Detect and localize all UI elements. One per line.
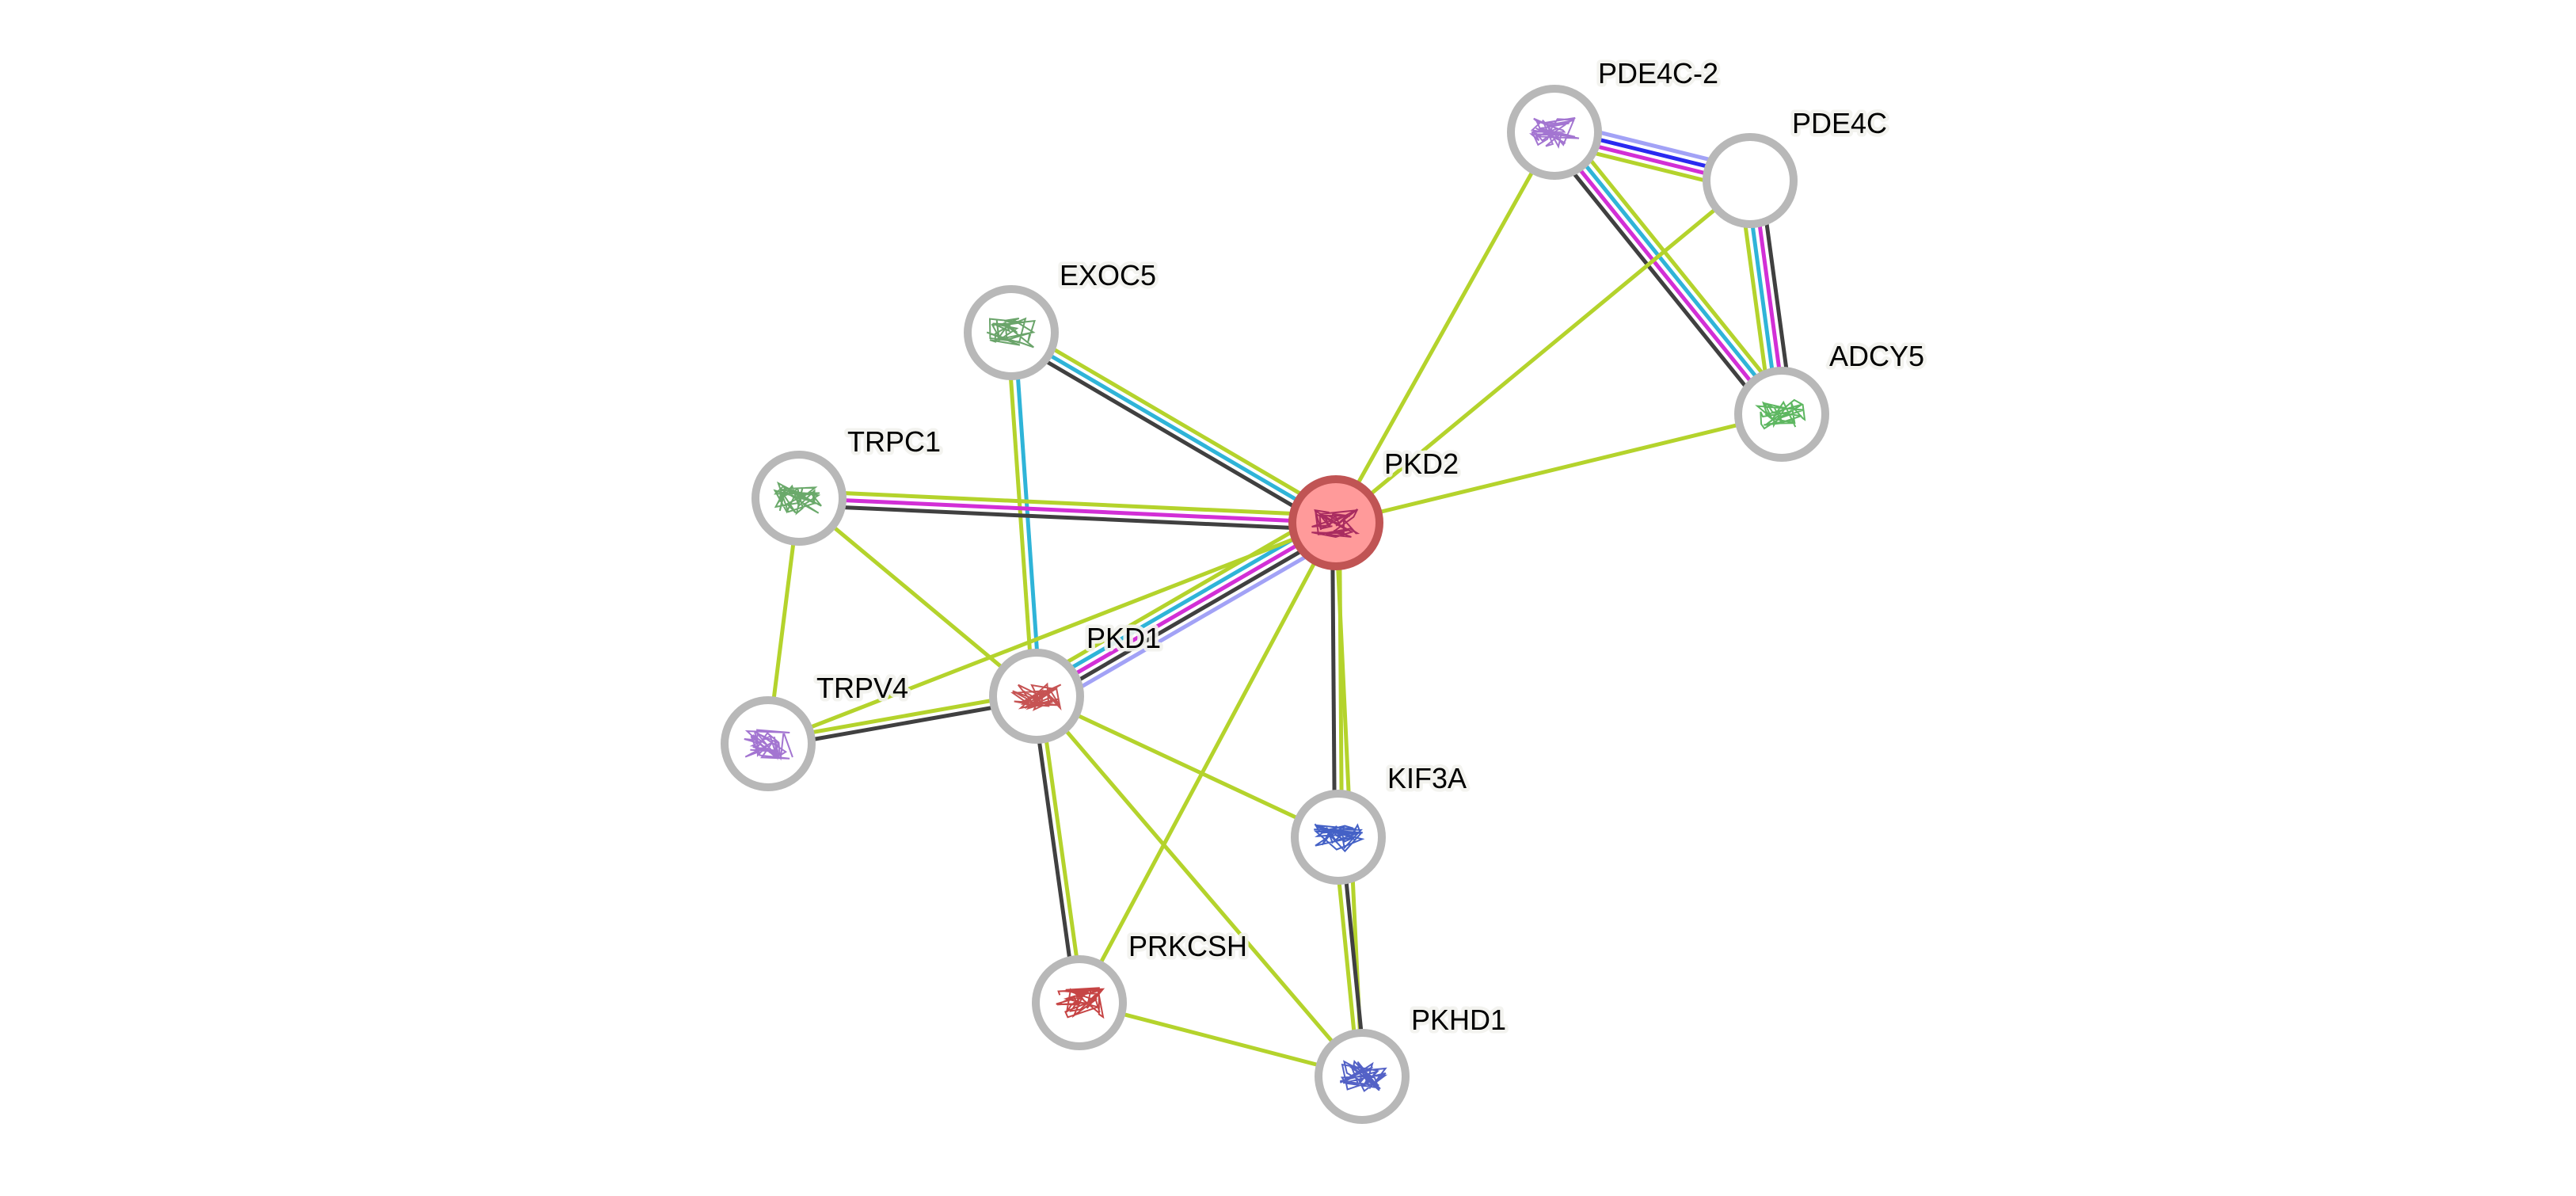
- edge-evidence-textmining[interactable]: [1077, 521, 1338, 1004]
- edge-evidence-textmining[interactable]: [1035, 695, 1364, 1078]
- node-pkd1[interactable]: [989, 649, 1084, 744]
- edge-evidence-textmining[interactable]: [1035, 694, 1340, 840]
- protein-structure-icon: [744, 729, 793, 761]
- node-trpc1[interactable]: [751, 451, 847, 546]
- node-label-kif3a: KIF3A: [1387, 762, 1467, 794]
- node-label-trpv4: TRPV4: [816, 672, 908, 704]
- node-pkhd1[interactable]: [1315, 1029, 1410, 1124]
- node-kif3a[interactable]: [1291, 790, 1386, 885]
- edge-trpc1-pkd1[interactable]: [797, 497, 1038, 698]
- protein-bubble[interactable]: [1703, 133, 1798, 228]
- edge-evidence-textmining[interactable]: [799, 489, 1337, 518]
- protein-structure-icon: [1056, 987, 1105, 1019]
- edge-evidence-homology[interactable]: [1042, 533, 1345, 710]
- edge-evidence-experiments[interactable]: [1550, 133, 1781, 418]
- node-label-exoc5: EXOC5: [1060, 259, 1156, 291]
- edge-pkd1-prkcsh[interactable]: [1031, 695, 1085, 1004]
- node-label-pkd2: PKD2: [1384, 448, 1459, 480]
- edge-pde4c-2-pkd2[interactable]: [1334, 131, 1557, 524]
- protein-structure-icon: [1755, 398, 1806, 430]
- node-exoc5[interactable]: [964, 285, 1059, 380]
- edge-evidence-coexpression[interactable]: [1006, 337, 1334, 531]
- node-label-pde4c: PDE4C: [1792, 107, 1887, 139]
- protein-structure-icon: [986, 317, 1036, 349]
- protein-structure-icon: [1313, 823, 1365, 853]
- node-label-pkhd1: PKHD1: [1411, 1004, 1506, 1036]
- edge-trpv4-pkd2[interactable]: [767, 520, 1337, 746]
- node-trpv4[interactable]: [721, 696, 816, 791]
- edge-evidence-coexpression[interactable]: [1544, 137, 1775, 423]
- node-prkcsh[interactable]: [1032, 955, 1127, 1050]
- edge-exoc5-pkd2[interactable]: [1006, 325, 1341, 531]
- node-pde4c-2[interactable]: [1507, 85, 1602, 180]
- node-label-adcy5: ADCY5: [1829, 340, 1924, 372]
- edge-evidence-textmining[interactable]: [1335, 412, 1783, 525]
- edge-evidence-textmining[interactable]: [1561, 124, 1792, 409]
- protein-structure-icon: [1339, 1059, 1388, 1092]
- edge-evidence-textmining[interactable]: [1079, 1000, 1363, 1079]
- edge-evidence-textmining[interactable]: [1014, 325, 1341, 519]
- edge-evidence-coexpression[interactable]: [1031, 696, 1079, 1004]
- edge-evidence-textmining[interactable]: [1334, 179, 1752, 524]
- node-adcy5[interactable]: [1734, 367, 1829, 462]
- edge-pkd1-kif3a[interactable]: [1035, 694, 1340, 840]
- edge-pkd1-pkd2[interactable]: [1028, 508, 1345, 710]
- protein-structure-icon: [1311, 508, 1360, 539]
- edge-evidence-coexpression[interactable]: [798, 503, 1336, 532]
- node-pde4c[interactable]: [1703, 133, 1798, 228]
- edge-pde4c-pkd2[interactable]: [1334, 179, 1752, 524]
- node-label-trpc1: TRPC1: [847, 425, 941, 458]
- edge-evidence-experiments[interactable]: [1035, 520, 1337, 699]
- protein-structure-icon: [1529, 116, 1580, 149]
- edge-trpc1-pkd2[interactable]: [798, 489, 1337, 532]
- edge-evidence-databases[interactable]: [1010, 330, 1337, 525]
- edge-pkd2-prkcsh[interactable]: [1077, 521, 1338, 1004]
- edge-adcy5-pkd2[interactable]: [1335, 412, 1783, 525]
- protein-bubble[interactable]: [721, 696, 816, 791]
- node-pkd2[interactable]: [1288, 475, 1383, 570]
- node-label-pde4c-2: PDE4C-2: [1598, 57, 1718, 90]
- edge-evidence-coexpression[interactable]: [1330, 523, 1337, 838]
- edge-evidence-textmining[interactable]: [1028, 508, 1330, 686]
- edge-evidence-experiments[interactable]: [798, 496, 1337, 525]
- edge-evidence-databases[interactable]: [1555, 128, 1786, 413]
- node-label-pkd1: PKD1: [1086, 622, 1161, 654]
- edge-evidence-coexpression[interactable]: [1039, 527, 1341, 704]
- protein-structure-icon: [1010, 682, 1062, 711]
- edges-layer: [766, 120, 1794, 1079]
- node-label-prkcsh: PRKCSH: [1128, 930, 1247, 962]
- edge-prkcsh-pkhd1[interactable]: [1079, 1000, 1363, 1079]
- edge-pkd1-pkhd1[interactable]: [1035, 695, 1364, 1078]
- nodes-layer: [721, 85, 1829, 1124]
- edge-evidence-textmining[interactable]: [1334, 131, 1557, 524]
- protein-structure-icon: [773, 481, 822, 516]
- edge-pde4c-2-adcy5[interactable]: [1544, 124, 1792, 423]
- edge-evidence-textmining[interactable]: [767, 520, 1337, 746]
- edge-evidence-textmining[interactable]: [1037, 695, 1085, 1003]
- edge-evidence-textmining[interactable]: [797, 497, 1038, 698]
